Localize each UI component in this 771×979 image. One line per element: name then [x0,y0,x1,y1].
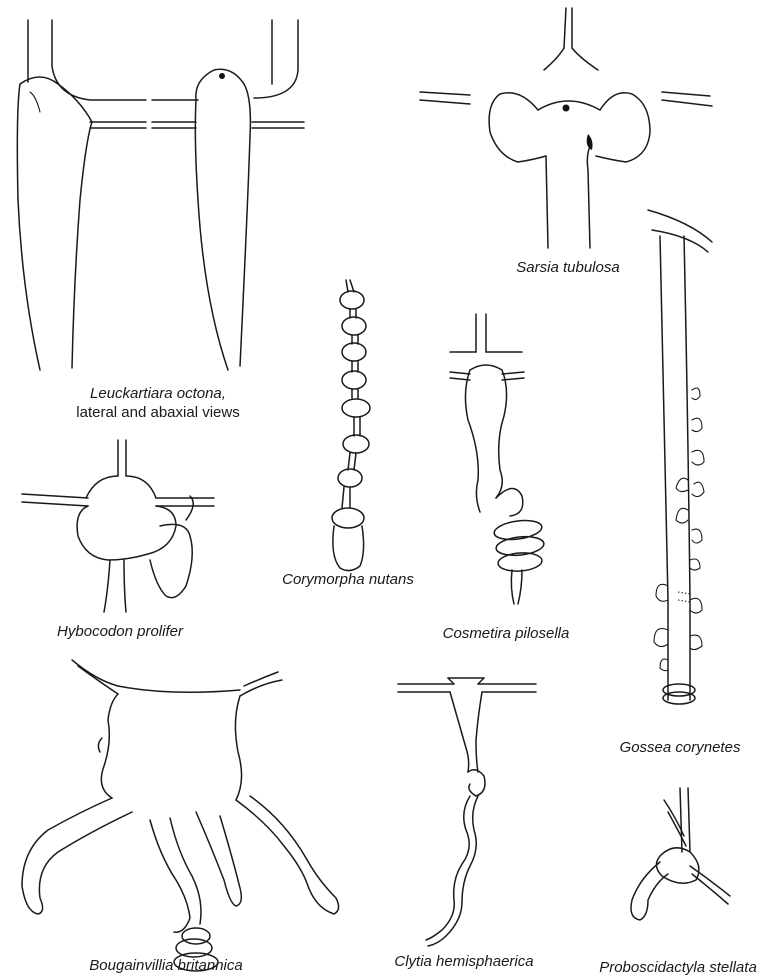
bougainvillia-britannica-drawing [22,660,339,971]
proboscidactyla-stellata-caption: Proboscidactyla stellata [599,959,757,976]
corymorpha-nutans-caption: Corymorpha nutans [282,571,414,588]
bougainvillia-britannica-caption: Bougainvillia britannica [89,957,242,974]
leuckartiara-octona-drawing [17,20,304,370]
gossea-corynetes-caption: Gossea corynetes [620,739,741,756]
sarsia-tubulosa-caption: Sarsia tubulosa [516,259,619,276]
leuckartiara-octona-view-note: lateral and abaxial views [76,404,239,421]
cosmetira-pilosella-drawing [450,314,545,604]
corymorpha-nutans-drawing [332,280,370,571]
proboscidactyla-stellata-drawing [631,788,730,920]
cosmetira-pilosella-caption: Cosmetira pilosella [443,625,570,642]
clytia-hemisphaerica-drawing [398,678,536,946]
sarsia-tubulosa-drawing [420,8,712,248]
hybocodon-prolifer-caption: Hybocodon prolifer [57,623,184,640]
clytia-hemisphaerica-caption: Clytia hemisphaerica [394,953,533,970]
hybocodon-prolifer-drawing [22,440,214,612]
leuckartiara-octona-caption: Leuckartiara octona, [90,385,226,402]
gossea-corynetes-drawing [648,210,712,704]
